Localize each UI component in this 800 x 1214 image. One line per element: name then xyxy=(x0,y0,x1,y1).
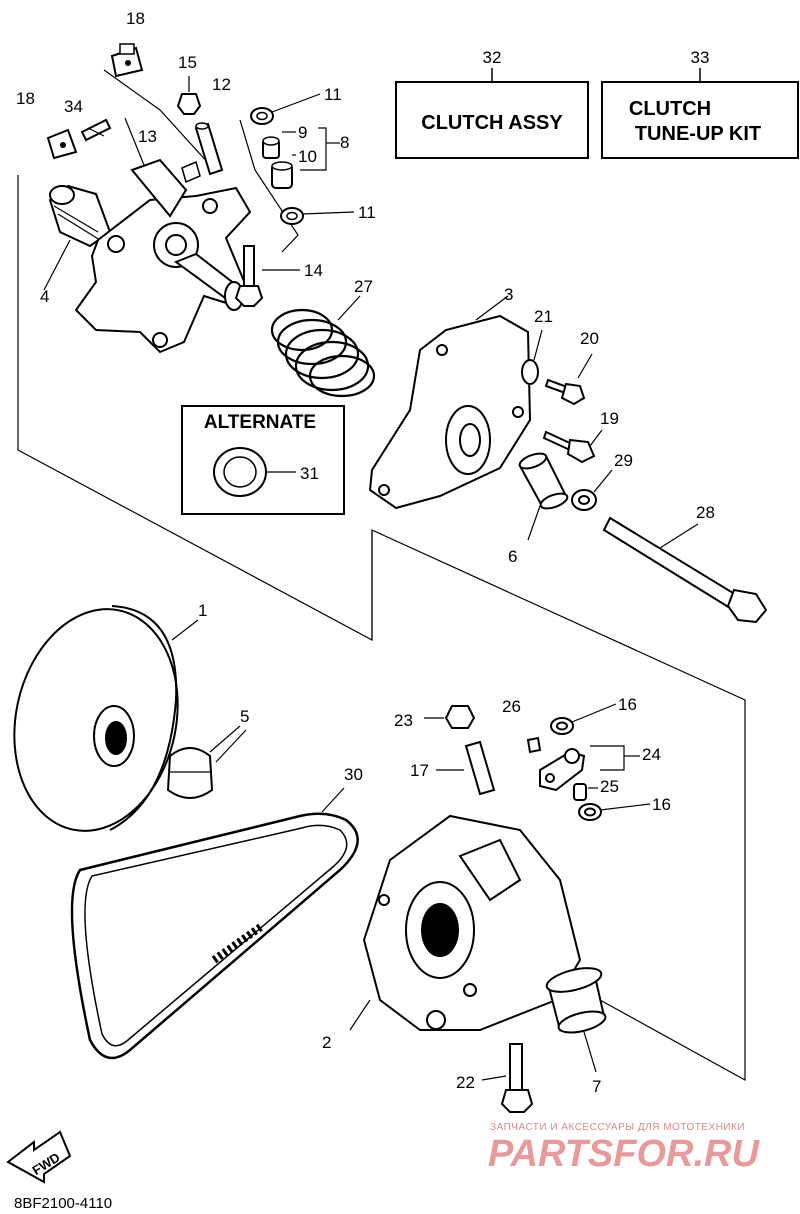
callout-12: 12 xyxy=(212,75,231,94)
tune-up-kit-box[interactable]: 33 CLUTCH TUNE-UP KIT xyxy=(601,48,799,159)
callout-5: 5 xyxy=(240,707,249,726)
part-18-clip[interactable] xyxy=(110,43,144,78)
part-26-screw[interactable] xyxy=(526,736,542,754)
fwd-arrow: FWD xyxy=(6,1130,72,1184)
callout-labels: 18 15 12 11 34 18 13 9 8 10 11 14 4 27 3… xyxy=(16,9,715,1096)
callout-11: 11 xyxy=(324,85,342,104)
callout-9: 9 xyxy=(298,123,307,142)
part-5-slider[interactable] xyxy=(166,725,247,799)
callout-21: 21 xyxy=(534,307,553,326)
part-21-washer[interactable] xyxy=(521,329,543,385)
callout-34: 34 xyxy=(64,97,83,116)
callout-2: 2 xyxy=(322,1033,331,1052)
callout-13: 13 xyxy=(138,127,157,146)
part-34-pin[interactable] xyxy=(80,118,112,142)
alternate-box[interactable]: ALTERNATE 31 xyxy=(181,405,345,515)
part-24-weight[interactable] xyxy=(539,745,640,792)
clutch-assy-box[interactable]: 32 CLUTCH ASSY xyxy=(395,48,589,159)
callout-17: 17 xyxy=(410,761,429,780)
part-11-washer-bottom[interactable] xyxy=(280,207,355,225)
part-17-pin[interactable] xyxy=(436,740,496,796)
part-18-clip-left[interactable] xyxy=(46,128,78,160)
callout-25: 25 xyxy=(600,777,619,796)
part-3-cover[interactable] xyxy=(368,295,532,510)
tune-up-label-line2: TUNE-UP KIT xyxy=(635,123,761,145)
callout-29: 29 xyxy=(614,451,633,470)
clutch-assy-label: CLUTCH ASSY xyxy=(421,112,563,134)
callout-8: 8 xyxy=(340,133,349,152)
callout-16: 16 xyxy=(618,695,637,714)
callout-15: 15 xyxy=(178,53,197,72)
washer-31-inner xyxy=(223,456,257,488)
part-1-sheave[interactable] xyxy=(0,594,199,846)
part-9-bushing[interactable] xyxy=(262,136,280,159)
part-2-movable-sheave[interactable] xyxy=(349,814,582,1031)
watermark-tagline: ЗАПЧАСТИ И АКСЕССУАРЫ ДЛЯ МОТОТЕХНИКИ xyxy=(490,1122,745,1133)
callout-23: 23 xyxy=(394,711,413,730)
part-20-bolt[interactable] xyxy=(544,353,593,406)
part-27-spring[interactable] xyxy=(270,295,376,398)
callout-7: 7 xyxy=(592,1077,601,1096)
callout-27: 27 xyxy=(354,277,373,296)
part-29-retainer[interactable] xyxy=(571,469,613,511)
diagram-code: 8BF2100-4110 xyxy=(14,1195,112,1212)
part-30-belt[interactable] xyxy=(70,787,359,1060)
callout-1: 1 xyxy=(198,601,207,620)
callout-11b: 11 xyxy=(358,203,376,222)
callout-14: 14 xyxy=(304,261,323,280)
callout-19: 19 xyxy=(600,409,619,428)
callout-20: 20 xyxy=(580,329,599,348)
part-16-washer-bottom[interactable] xyxy=(578,803,651,821)
part-22-bolt[interactable] xyxy=(481,1043,534,1113)
part-23-nut[interactable] xyxy=(424,705,476,729)
tune-up-label-line1: CLUTCH xyxy=(629,98,711,120)
callout-16b: 16 xyxy=(652,795,671,814)
part-6-bushing[interactable] xyxy=(518,451,569,541)
part-12-pin[interactable] xyxy=(194,122,224,176)
part-4-spider[interactable] xyxy=(43,158,252,354)
part-7-bushing[interactable] xyxy=(544,964,607,1073)
callout-33: 33 xyxy=(691,48,710,67)
part-25-bushing[interactable] xyxy=(573,783,598,801)
part-16-washer-top[interactable] xyxy=(550,703,617,735)
callout-26: 26 xyxy=(502,697,521,716)
callout-10: 10 xyxy=(298,147,317,166)
part-14-bolt[interactable] xyxy=(234,245,300,307)
callout-6: 6 xyxy=(508,547,517,566)
callout-3: 3 xyxy=(504,285,513,304)
section-lines xyxy=(17,69,746,1082)
bracket-8 xyxy=(282,127,340,171)
callout-30: 30 xyxy=(344,765,363,784)
watermark-logo: PARTSFOR.RU xyxy=(488,1133,760,1175)
part-11-washer-top[interactable] xyxy=(250,93,321,125)
callout-24: 24 xyxy=(642,745,661,764)
part-19-bolt[interactable] xyxy=(542,429,603,464)
watermark: ЗАПЧАСТИ И АКСЕССУАРЫ ДЛЯ МОТОТЕХНИКИ PA… xyxy=(488,1122,760,1175)
callout-22: 22 xyxy=(456,1073,475,1092)
callout-4: 4 xyxy=(40,287,49,306)
part-13-screw[interactable] xyxy=(181,160,201,184)
part-15-nut[interactable] xyxy=(176,76,202,115)
callout-18: 18 xyxy=(126,9,145,28)
callout-31: 31 xyxy=(300,464,319,483)
callout-32: 32 xyxy=(483,48,502,67)
part-28-bolt[interactable] xyxy=(602,516,768,624)
callout-28: 28 xyxy=(696,503,715,522)
alternate-label: ALTERNATE xyxy=(204,412,316,433)
part-10-roller[interactable] xyxy=(271,161,293,189)
callout-18-left: 18 xyxy=(16,89,35,108)
